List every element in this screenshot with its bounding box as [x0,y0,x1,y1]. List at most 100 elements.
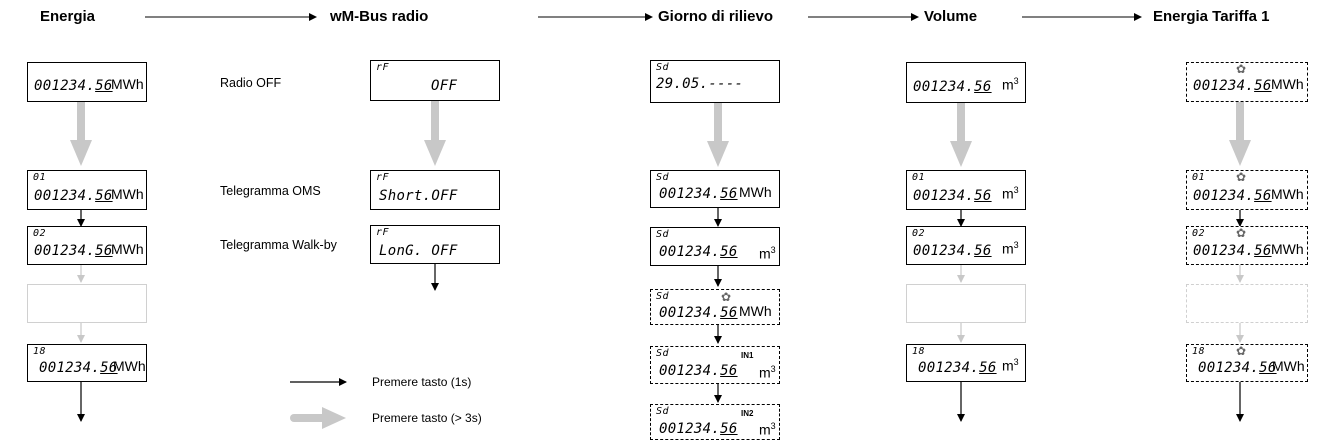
display-sd: Sd [656,406,670,417]
tariff-gear-icon: ✿ [1236,226,1247,240]
display-unit: MWh [1271,186,1304,202]
display-unit: m3 [1002,185,1019,202]
display-unit: m3 [1002,240,1019,257]
thick-arrow-energia [70,102,92,166]
display-value: 001234.56 [659,305,738,321]
display-unit: MWh [1272,358,1305,374]
display-unit: m3 [1002,76,1019,93]
legend-thick-arrow [290,407,346,429]
display-value: 001234.56 [659,186,738,202]
display-energia-placeholder [27,284,147,323]
display-value: 001234.56 [913,79,992,95]
thick-arrow-wmbus [424,101,446,166]
display-giorno-volume: Sd 001234.56 m3 [650,227,780,266]
header-giorno-di-rilievo: Giorno di rilievo [658,8,774,25]
display-giorno-date: Sd 29.05.---- [650,60,780,103]
display-volume-02: 02 001234.56 m3 [906,226,1026,265]
display-index: 01 [33,172,47,183]
display-value: 001234.56 [39,360,118,376]
display-energia-01: 01 001234.56 MWh [27,170,147,210]
display-rf: rF [376,62,390,73]
display-index: 02 [33,228,47,239]
display-unit: m3 [759,421,776,438]
display-value: 001234.56 [659,421,738,437]
display-value: 001234.56 [1193,243,1272,259]
display-energia-18: 18 001234.56 MWh [27,344,147,382]
display-value: 001234.56 [659,363,738,379]
display-sd: Sd [656,291,670,302]
display-tariffa-18: 18 ✿ 001234.56 MWh [1186,344,1308,382]
display-index: 18 [912,346,926,357]
label-telegramma-oms: Telegramma OMS [220,184,321,198]
display-volume-18: 18 001234.56 m3 [906,344,1026,382]
legend-long-press: Premere tasto (> 3s) [372,411,482,425]
display-value: 001234.56 [34,78,113,94]
display-unit: MWh [1271,76,1304,92]
legend-short-press: Premere tasto (1s) [372,375,472,389]
display-value: 001234.56 [913,243,992,259]
display-rf-state: OFF [431,78,458,94]
display-unit: MWh [111,76,144,92]
display-value: 001234.56 [659,244,738,260]
display-rf: rF [376,227,390,238]
display-tariffa-main: ✿ 001234.56 MWh [1186,62,1308,102]
header-volume: Volume [924,8,978,25]
display-date: 29.05.---- [656,76,744,92]
thick-arrow-volume [950,103,972,167]
display-index: 18 [33,346,47,357]
display-giorno-in1: Sd IN1 001234.56 m3 [650,346,780,384]
display-unit: MWh [1271,241,1304,257]
label-radio-off: Radio OFF [220,76,282,90]
display-index: 01 [1192,172,1206,183]
display-unit: m3 [759,364,776,381]
thick-arrow-giorno [707,103,729,167]
display-rf-state: Short.OFF [379,188,458,204]
input-tag: IN2 [741,409,754,418]
display-energia-main: 001234.56 MWh [27,62,147,102]
display-unit: MWh [111,241,144,257]
display-index: 18 [1192,346,1206,357]
display-unit: MWh [111,186,144,202]
display-value: 001234.56 [918,360,997,376]
display-volume-placeholder [906,284,1026,323]
display-tariffa-placeholder [1186,284,1308,323]
display-radio-walkby: rF LonG. OFF [370,225,500,264]
display-tariffa-01: 01 ✿ 001234.56 MWh [1186,170,1308,210]
tariff-gear-icon: ✿ [1236,62,1247,76]
display-sd: Sd [656,172,670,183]
display-giorno-energy: Sd 001234.56 MWh [650,170,780,208]
display-value: 001234.56 [1198,360,1277,376]
display-giorno-tariff: Sd ✿ 001234.56 MWh [650,289,780,325]
display-unit: m3 [1002,357,1019,374]
display-value: 001234.56 [1193,188,1272,204]
display-value: 001234.56 [913,188,992,204]
display-tariffa-02: 02 ✿ 001234.56 MWh [1186,226,1308,265]
display-index: 01 [912,172,926,183]
header-energia-tariffa: Energia Tariffa 1 [1153,8,1270,25]
display-rf: rF [376,172,390,183]
display-unit: MWh [113,358,146,374]
header-energia: Energia [40,8,96,25]
display-unit: MWh [739,184,772,200]
thick-arrow-tariffa [1229,102,1251,166]
display-giorno-in2: Sd IN2 001234.56 m3 [650,404,780,440]
display-sd: Sd [656,348,670,359]
display-value: 001234.56 [34,188,113,204]
tariff-gear-icon: ✿ [721,290,732,304]
display-index: 02 [1192,228,1206,239]
display-sd: Sd [656,229,670,240]
header-wmbus: wM-Bus radio [330,8,429,25]
tariff-gear-icon: ✿ [1236,170,1247,184]
display-radio-off: rF OFF [370,60,500,101]
display-sd: Sd [656,62,670,73]
tariff-gear-icon: ✿ [1236,344,1247,358]
display-index: 02 [912,228,926,239]
display-energia-02: 02 001234.56 MWh [27,226,147,265]
display-unit: m3 [759,245,776,262]
input-tag: IN1 [741,351,754,360]
display-radio-oms: rF Short.OFF [370,170,500,210]
display-value: 001234.56 [1193,78,1272,94]
display-volume-main: 001234.56 m3 [906,62,1026,103]
display-rf-state: LonG. OFF [379,243,458,259]
